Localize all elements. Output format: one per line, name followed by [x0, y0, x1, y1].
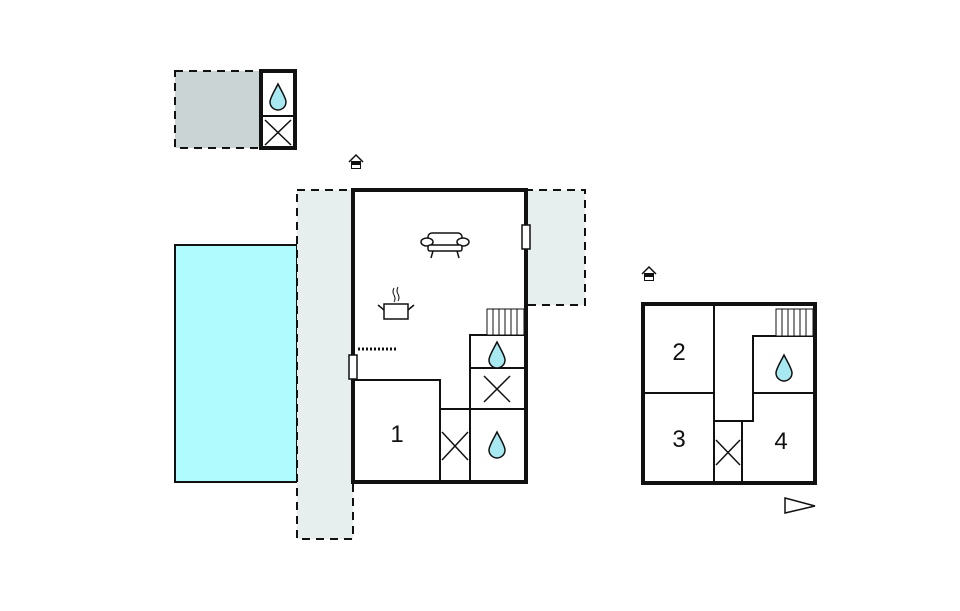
sofa-icon — [420, 232, 470, 259]
room-label-1: 1 — [390, 421, 403, 448]
upper-floor: 2 3 4 — [641, 302, 817, 485]
toilet-icon — [483, 375, 511, 403]
window-left — [348, 354, 358, 380]
toilet-icon — [715, 439, 741, 466]
covered-terrace-outbuilding — [174, 70, 263, 149]
toilet-icon — [264, 119, 292, 146]
window-right — [521, 224, 531, 250]
room-label-3: 3 — [672, 426, 685, 453]
swimming-pool — [174, 244, 298, 483]
room-label-4: 4 — [774, 428, 787, 455]
compass-arrow-icon — [784, 497, 816, 514]
kitchen-pot-icon — [377, 286, 415, 320]
terrace-left — [296, 189, 354, 540]
outbuilding — [174, 69, 297, 150]
toilet-icon — [441, 431, 469, 461]
stairs-icon — [486, 308, 525, 336]
entrance-icon — [641, 266, 657, 282]
terrace-right — [524, 189, 586, 306]
room-label-2: 2 — [672, 339, 685, 366]
stairs-icon — [775, 308, 814, 337]
ground-floor: 1 — [348, 188, 531, 484]
entrance-icon — [348, 154, 364, 170]
